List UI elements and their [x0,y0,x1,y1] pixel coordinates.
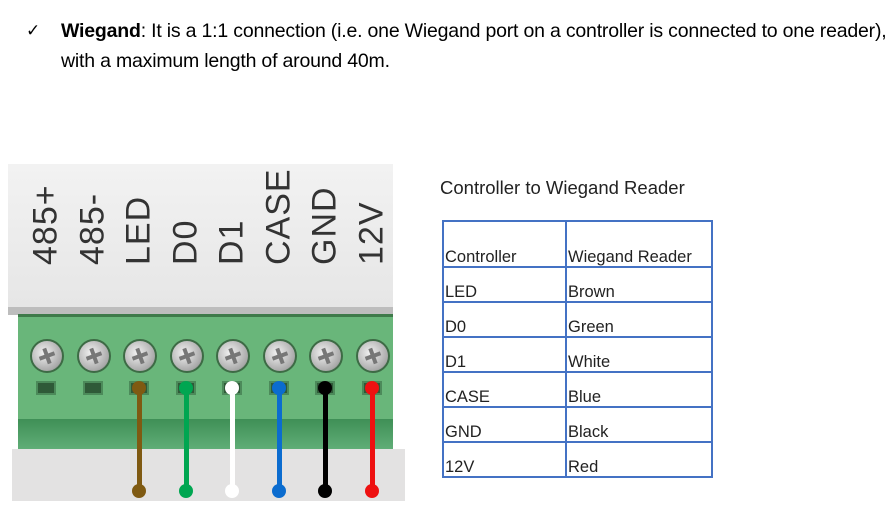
housing-edge [8,307,393,315]
screw-terminal-icon [169,339,204,373]
pin-label: 485- [73,174,113,304]
screw-terminal-icon [76,339,111,373]
wire-top-dot [178,381,193,395]
wire-led [137,386,142,490]
screw-terminal-icon [355,339,390,373]
cell-controller: GND [442,406,567,443]
header-controller: Controller [442,220,567,268]
table-row: GND Black [442,406,713,443]
cell-reader: White [565,336,713,373]
cell-reader: Black [565,406,713,443]
wiegand-description: Wiegand: It is a 1:1 connection (i.e. on… [61,16,891,76]
screw-terminal-icon [30,339,64,373]
screw-terminal-icon [216,339,250,373]
wiring-table: Controller Wiegand Reader LED Brown D0 G… [442,220,713,478]
screw-terminal-icon [309,339,343,373]
pin-label: GND [305,174,345,304]
wire-top-dot [271,381,286,395]
table-row: LED Brown [442,266,713,303]
wire-end-dot [178,484,193,498]
pin-label-text: LED [119,195,158,265]
pin-label: 12V [352,174,392,304]
table-header-row: Controller Wiegand Reader [442,220,713,268]
cell-controller: CASE [442,371,567,408]
pin-label: LED [119,174,159,304]
pin-label-text: D0 [166,219,204,265]
pin-label-text: 485+ [26,184,65,265]
cell-controller: LED [442,266,567,303]
cell-reader: Red [565,441,713,478]
wire-end-dot [132,484,146,498]
wiegand-term: Wiegand [61,20,141,42]
table-row: D1 White [442,336,713,373]
table-title: Controller to Wiegand Reader [440,177,685,198]
cell-reader: Blue [565,371,713,408]
table-row: D0 Green [442,301,713,338]
wiegand-text: : It is a 1:1 connection (i.e. one Wiega… [61,20,887,72]
pin-label-text: 485- [73,192,111,265]
cell-reader: Brown [565,266,713,303]
screw-terminal-icon [262,339,297,373]
terminal-block-bottom [18,419,393,449]
wire-slot [82,381,103,395]
wire-top-dot [225,381,239,395]
cell-reader: Green [565,301,713,338]
wire-end-dot [364,484,379,498]
wire-end-dot [318,484,332,498]
screw-terminal-icon [123,339,157,373]
pin-label: D0 [166,174,206,304]
cell-controller: 12V [442,441,567,478]
wire-gnd [323,386,328,490]
pin-label: D1 [212,174,252,304]
diagram-base [12,449,405,501]
wire-case [276,386,282,490]
pin-label-text: GND [305,186,344,265]
terminal-block [18,314,393,427]
wire-slot [36,381,56,395]
header-wiegand-reader: Wiegand Reader [565,220,713,268]
pin-label: 485+ [26,174,66,304]
wire-12v [369,386,375,490]
wire-top-dot [364,381,379,395]
pin-label: CASE [259,168,299,304]
table-row: CASE Blue [442,371,713,408]
wire-top-dot [318,381,332,395]
wire-d1 [230,386,235,490]
wire-top-dot [132,381,146,395]
cell-controller: D1 [442,336,567,373]
table-row: 12V Red [442,441,713,478]
pin-label-text: CASE [259,168,297,265]
wire-d0 [183,386,189,490]
pin-label-text: 12V [352,201,390,266]
checkmark-icon: ✓ [26,21,41,41]
wire-end-dot [225,484,239,498]
pin-label-text: D1 [212,219,251,265]
controller-housing [8,164,393,307]
cell-controller: D0 [442,301,567,338]
wire-end-dot [271,484,286,498]
